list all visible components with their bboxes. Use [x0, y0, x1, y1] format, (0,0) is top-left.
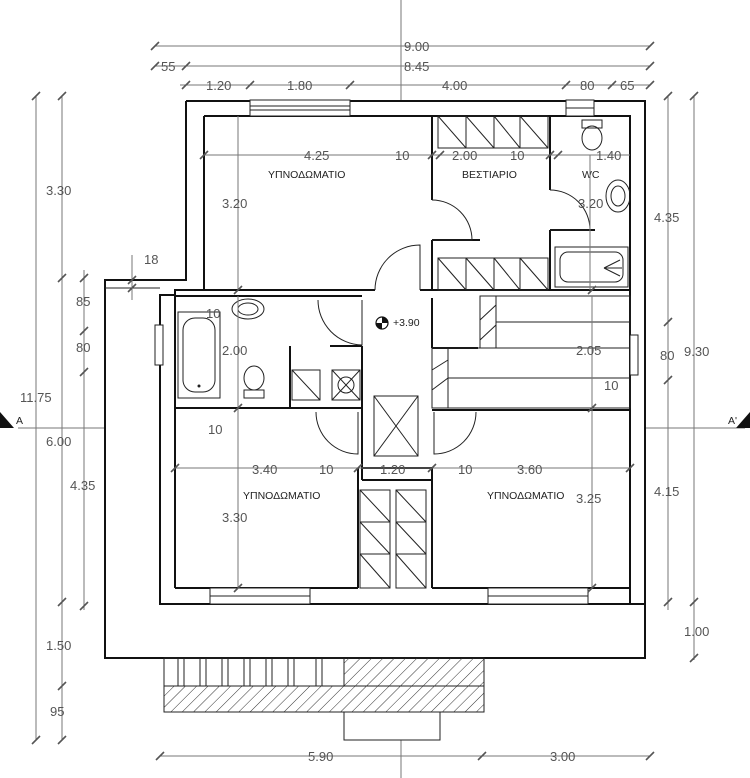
dim-left-85: 85: [76, 294, 90, 309]
dim-in-10g: 10: [458, 462, 472, 477]
dim-in-140: 1.40: [596, 148, 621, 163]
dim-left-80: 80: [76, 340, 90, 355]
dim-right-435: 4.35: [654, 210, 679, 225]
dim-top-65: 65: [620, 78, 634, 93]
dim-left-1175: 11.75: [20, 390, 52, 405]
dim-in-425: 4.25: [304, 148, 329, 163]
dim-in-10d: 10: [604, 378, 618, 393]
shower-icon: [554, 246, 629, 288]
wc-basin-icon: [605, 179, 631, 213]
dim-top-180: 1.80: [287, 78, 312, 93]
dim-in-10f: 10: [319, 462, 333, 477]
wc-toilet-icon: [581, 119, 603, 151]
room-label-bedroom-left: ΥΠΝΟΔΩΜΑΤΙΟ: [243, 490, 320, 502]
dim-top-80: 80: [580, 78, 594, 93]
dim-left-18: 18: [144, 252, 158, 267]
walls: [104, 100, 646, 659]
dim-in-200b: 2.00: [222, 343, 247, 358]
dim-right-415: 4.15: [654, 484, 679, 499]
svg-text:A: A: [16, 415, 23, 427]
dim-in-10e: 10: [208, 422, 222, 437]
balcony: [163, 657, 485, 741]
dim-in-200a: 2.00: [452, 148, 477, 163]
dim-left-330: 3.30: [46, 183, 71, 198]
dim-in-330: 3.30: [222, 510, 247, 525]
dim-top-845: 8.45: [404, 59, 429, 74]
dim-in-120: 1.20: [380, 462, 405, 477]
section-marker-left: A: [0, 412, 23, 428]
wardrobe-hall: [359, 489, 427, 589]
dim-in-10a: 10: [395, 148, 409, 163]
dim-in-360: 3.60: [517, 462, 542, 477]
dim-left-600: 6.00: [46, 434, 71, 449]
dim-left-435: 4.35: [70, 478, 95, 493]
toilet-icon: [243, 365, 265, 399]
wardrobe-top: [437, 115, 549, 149]
svg-text:A': A': [728, 415, 737, 427]
dim-right-930: 9.30: [684, 344, 709, 359]
windows: [154, 99, 639, 605]
level-marker: +3.90: [375, 316, 420, 330]
wardrobe-bottom: [437, 257, 549, 291]
room-label-wardrobe: ΒΕΣΤΙΑΡΙΟ: [462, 169, 517, 181]
dim-bot-300: 3.00: [550, 749, 575, 764]
dim-in-205: 2.05: [576, 343, 601, 358]
room-label-bedroom-right: ΥΠΝΟΔΩΜΑΤΙΟ: [487, 490, 564, 502]
dim-in-340: 3.40: [252, 462, 277, 477]
dim-in-325: 3.25: [576, 491, 601, 506]
dim-top-55: 55: [161, 59, 175, 74]
level-label: +3.90: [393, 317, 420, 329]
shaft: [291, 369, 419, 457]
dim-bot-590: 5.90: [308, 749, 333, 764]
dim-in-10b: 10: [510, 148, 524, 163]
dim-top-120: 1.20: [206, 78, 231, 93]
washbasin-icon: [231, 298, 265, 320]
dim-in-10c: 10: [206, 306, 220, 321]
dim-left-150: 1.50: [46, 638, 71, 653]
section-marker-right: A': [728, 412, 750, 428]
dim-top-400: 4.00: [442, 78, 467, 93]
dim-top-total: 9.00: [404, 39, 429, 54]
staircase: [431, 295, 631, 409]
dimensions: 9.00 8.45 55 1.20 1.80 4.00 80 65 4.25 1…: [20, 39, 709, 764]
dim-in-320a: 3.20: [222, 196, 247, 211]
dim-right-80: 80: [660, 348, 674, 363]
room-label-bedroom-top: ΥΠΝΟΔΩΜΑΤΙΟ: [268, 169, 345, 181]
room-label-wc: WC: [582, 169, 600, 181]
dim-in-320b: 3.20: [578, 196, 603, 211]
dim-left-95: 95: [50, 704, 64, 719]
bathtub-icon: [177, 311, 221, 399]
dim-right-100: 1.00: [684, 624, 709, 639]
